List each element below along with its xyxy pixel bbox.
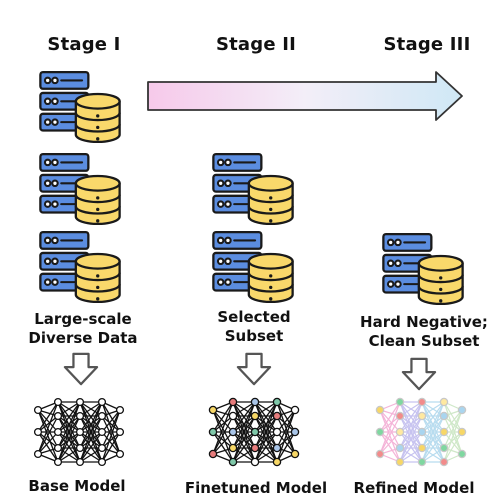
network-node [33,427,43,437]
network-node [250,397,260,407]
network-node [228,411,238,421]
data-label-stage-3: Hard Negative; Clean Subset [349,313,499,351]
network-node [75,457,85,467]
data-label-line: Large-scale [34,310,132,328]
network-node [97,397,107,407]
network-node [53,427,63,437]
network-node [228,397,238,407]
network-node [439,443,449,453]
network-node [272,427,282,437]
network-node [290,405,300,415]
network-node [290,449,300,459]
network-node [97,411,107,421]
network-node [457,449,467,459]
network-node [250,427,260,437]
network-node [53,411,63,421]
network-node [395,457,405,467]
network-node [417,397,427,407]
network-node [75,443,85,453]
network-node [395,397,405,407]
network-node [53,397,63,407]
stage-progress-arrow [147,71,463,121]
network-node [457,427,467,437]
database-icon [38,230,122,303]
network-node [395,443,405,453]
data-label-line: Clean Subset [368,332,480,350]
database-icon [211,152,295,225]
stage-3-title: Stage III [383,34,471,55]
network-node [417,427,427,437]
network-node [208,449,218,459]
network-node [228,443,238,453]
network-node [115,449,125,459]
database-icon [38,152,122,225]
network-node [395,427,405,437]
down-arrow-icon [400,357,438,391]
network-node [75,427,85,437]
network-node [439,457,449,467]
network-node [439,397,449,407]
network-node [395,411,405,421]
network-node [439,427,449,437]
down-arrow-icon [235,352,273,386]
network-node [33,405,43,415]
network-node [53,443,63,453]
network-node [272,411,282,421]
data-label-line: Selected [217,308,291,326]
stage-2-title: Stage II [215,34,297,55]
network-node [115,405,125,415]
network-node [375,405,385,415]
neural-network-icon [208,397,300,467]
data-label-line: Diverse Data [28,329,138,347]
network-node [439,411,449,421]
network-node [250,457,260,467]
database-icon [381,232,465,305]
network-node [417,443,427,453]
network-node [228,457,238,467]
network-node [290,427,300,437]
network-node [97,457,107,467]
model-label-base: Base Model [28,477,126,495]
network-node [115,427,125,437]
down-arrow-icon [62,352,100,386]
network-node [272,397,282,407]
stage-1-title: Stage I [47,34,121,55]
network-node [208,427,218,437]
network-node [208,405,218,415]
network-node [33,449,43,459]
network-node [375,449,385,459]
data-label-line: Hard Negative; [360,313,488,331]
database-icon [211,230,295,303]
database-icon [38,70,122,143]
data-label-line: Subset [224,327,284,345]
model-label-refined: Refined Model [353,479,475,497]
network-node [250,443,260,453]
neural-network-icon [375,397,467,467]
network-node [228,427,238,437]
network-node [250,411,260,421]
network-node [457,405,467,415]
network-node [272,457,282,467]
network-node [75,411,85,421]
neural-network-icon [33,397,125,467]
network-node [375,427,385,437]
model-label-finetuned: Finetuned Model [184,479,328,497]
network-node [417,457,427,467]
network-node [97,443,107,453]
network-node [97,427,107,437]
network-node [417,411,427,421]
data-label-stage-1: Large-scale Diverse Data [8,310,158,348]
network-node [53,457,63,467]
network-node [272,443,282,453]
data-label-stage-2: Selected Subset [179,308,329,346]
network-node [75,397,85,407]
